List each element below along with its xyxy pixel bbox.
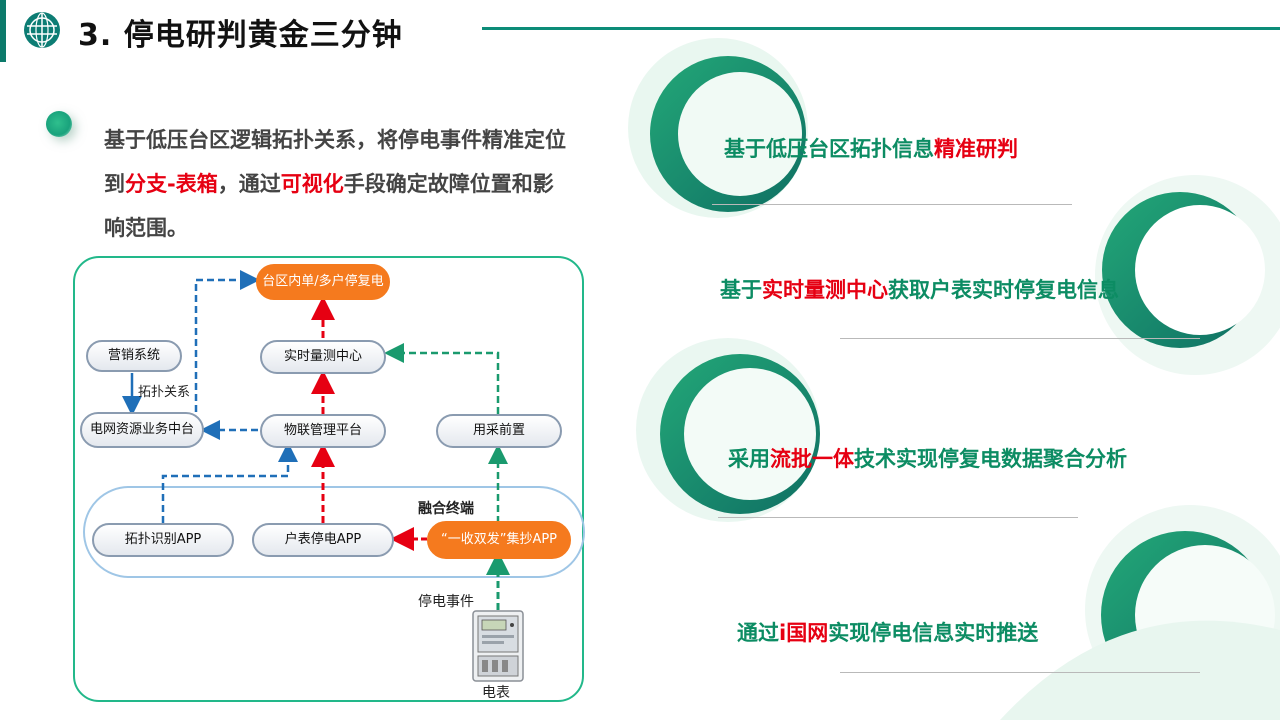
highlight-4: 通过i国网实现停电信息实时推送	[737, 617, 1038, 647]
label-fusion-terminal: 融合终端	[418, 501, 474, 517]
label-topology-relation: 拓扑关系	[138, 385, 191, 400]
bullet-dot-icon	[46, 111, 72, 137]
faint-watermark-1: 0.4kV低压台区	[220, 642, 300, 655]
highlight-4-underline	[840, 672, 1200, 673]
highlight-4-key: i国网	[779, 621, 829, 645]
arrow-topoapp-to-iot	[161, 442, 298, 523]
arrow-resource-to-top	[194, 270, 260, 412]
highlight-3-key: 流批一体	[770, 447, 854, 471]
electric-meter-icon	[472, 610, 524, 682]
deco-swoosh	[1000, 620, 1280, 720]
node-measure-center: 实时量测中心	[260, 340, 386, 374]
deco-circle-1-inner	[678, 72, 802, 196]
highlight-3-underline	[718, 517, 1078, 518]
highlight-2-pre: 基于	[720, 278, 762, 302]
title-underline	[482, 27, 1280, 30]
node-iot-platform: 物联管理平台	[260, 414, 386, 448]
deco-circle-3-inner	[684, 368, 816, 500]
highlight-1-pre: 基于低压台区拓扑信息	[724, 137, 934, 161]
node-resource-center: 电网资源业务中台	[80, 412, 204, 448]
intro-part-2: ，通过	[217, 172, 281, 196]
decorative-background	[628, 38, 1280, 720]
faint-watermark-2: 0.4kV低压台区	[220, 674, 300, 687]
label-meter: 电表	[482, 685, 510, 701]
diagram-frame	[73, 256, 584, 702]
fusion-terminal-outline	[83, 486, 585, 578]
highlight-1-key: 精准研判	[934, 137, 1018, 161]
highlight-2-post: 获取户表实时停复电信息	[888, 278, 1119, 302]
highlight-1-underline	[712, 204, 1072, 205]
node-topology-app: 拓扑识别APP	[92, 523, 234, 557]
arrow-collect-to-measure	[384, 343, 500, 414]
highlight-4-pre: 通过	[737, 621, 779, 645]
page-title: 3. 停电研判黄金三分钟	[78, 18, 403, 53]
intro-part-1: 基于低压台区逻辑拓扑关系，将停电事件精准定位到	[104, 128, 566, 196]
node-outage-result: 台区内单/多户停复电	[256, 264, 390, 300]
intro-part-3: 手段确定故障位置和影响范围。	[104, 172, 554, 240]
highlight-2-underline	[840, 338, 1200, 339]
highlight-1: 基于低压台区拓扑信息精准研判	[724, 133, 1018, 163]
highlight-2-key: 实时量测中心	[762, 278, 888, 302]
node-meter-outage-app: 户表停电APP	[252, 523, 394, 557]
highlight-3: 采用流批一体技术实现停复电数据聚合分析	[728, 443, 1127, 473]
intro-paragraph: 基于低压台区逻辑拓扑关系，将停电事件精准定位到分支-表箱，通过可视化手段确定故障…	[104, 118, 574, 250]
highlight-3-post: 技术实现停复电数据聚合分析	[854, 447, 1127, 471]
sgcc-logo-icon	[24, 12, 60, 48]
header-accent-bar	[0, 0, 6, 62]
highlight-3-pre: 采用	[728, 447, 770, 471]
intro-highlight-1: 分支-表箱	[125, 172, 218, 196]
node-marketing-system: 营销系统	[86, 340, 182, 372]
highlight-2: 基于实时量测中心获取户表实时停复电信息	[720, 274, 1119, 304]
node-collect-app: “一收双发”集抄APP	[427, 521, 571, 559]
label-outage-event: 停电事件	[418, 594, 474, 610]
node-collect-frontend: 用采前置	[436, 414, 562, 448]
highlight-4-post: 实现停电信息实时推送	[828, 621, 1039, 645]
intro-highlight-2: 可视化	[280, 172, 344, 196]
deco-circle-2-inner	[1135, 205, 1265, 335]
